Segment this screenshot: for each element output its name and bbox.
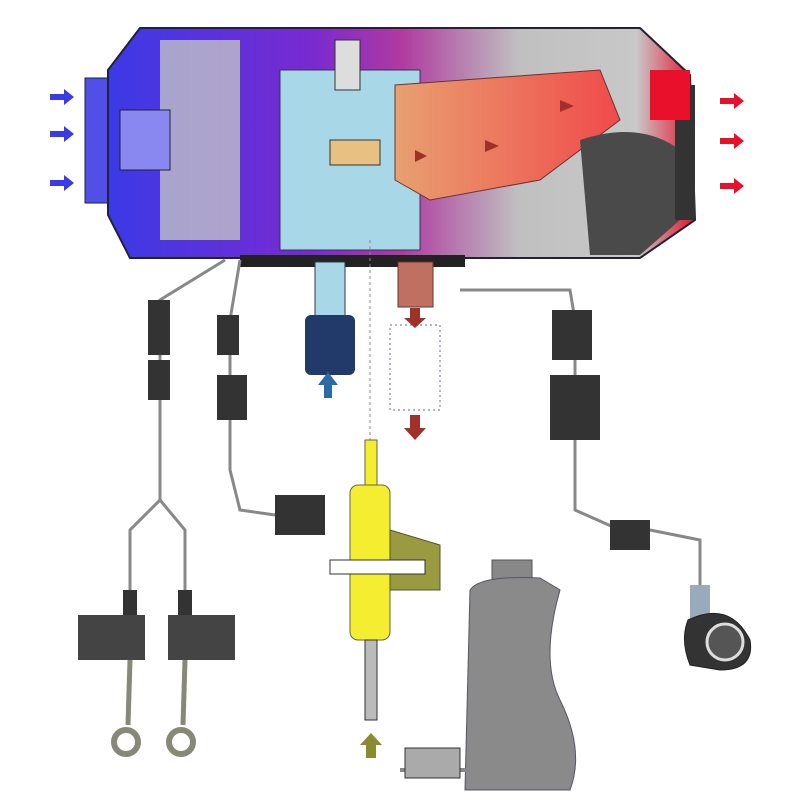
intake-air-arrows <box>50 89 74 191</box>
fuel-pump <box>329 439 441 758</box>
connectors <box>148 300 650 550</box>
fuel-tank <box>400 559 577 791</box>
controller-panel[interactable] <box>684 585 752 671</box>
arrow-right-icon <box>50 89 74 105</box>
exhaust-pipe <box>389 261 441 440</box>
arrow-right-icon <box>720 178 744 194</box>
arrow-right-icon <box>720 93 744 109</box>
arrow-right-icon <box>720 133 744 149</box>
igniter-units <box>78 590 235 757</box>
arrow-right-icon <box>50 126 74 142</box>
arrow-right-icon <box>50 175 74 191</box>
knob-controller-icon[interactable] <box>705 622 745 662</box>
heater-body <box>84 27 697 267</box>
combustion-air-intake <box>305 261 355 398</box>
hot-air-arrows <box>720 93 744 194</box>
